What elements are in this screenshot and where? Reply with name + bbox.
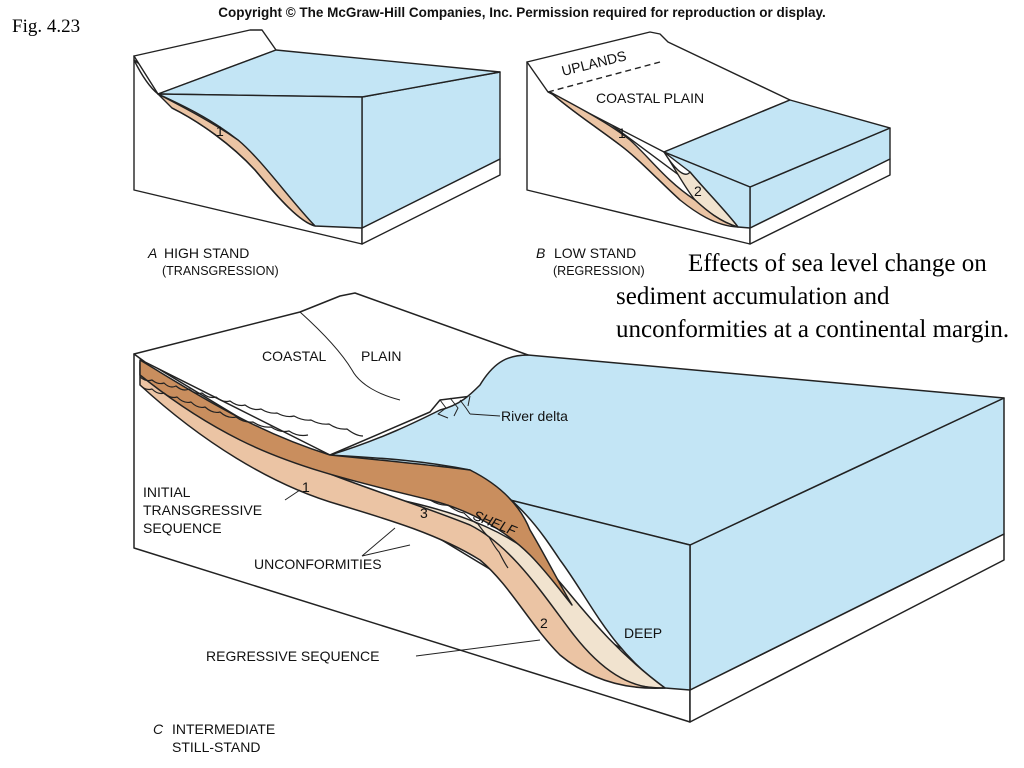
panel-a-block-diagram [133, 29, 501, 245]
panel-c-coastal: COASTAL [262, 348, 327, 364]
panel-b-layer-2: 2 [694, 183, 702, 199]
panel-c-letter: C [153, 721, 164, 737]
panel-a-subtitle: (TRANSGRESSION) [162, 264, 279, 278]
panel-c-title: INTERMEDIATE [172, 721, 275, 737]
river-delta-channels [437, 395, 471, 419]
copyright-notice: Copyright © The McGraw-Hill Companies, I… [218, 5, 826, 20]
panel-c-initial-line2: TRANSGRESSIVE [143, 502, 262, 518]
panel-a-layer-1: 1 [216, 123, 224, 139]
figure-number: Fig. 4.23 [12, 16, 81, 37]
panel-c-unconformities: UNCONFORMITIES [254, 556, 382, 572]
panel-c-sediment-3 [139, 359, 573, 606]
figure-caption: Effects of sea level change on sediment … [616, 250, 1010, 343]
panel-b-letter: B [536, 245, 545, 261]
panel-c-layer-3: 3 [420, 505, 428, 521]
panel-c-plain: PLAIN [361, 348, 401, 364]
panel-c-initial-line1: INITIAL [143, 484, 191, 500]
panel-b-block-diagram [526, 31, 891, 245]
panel-c-sediment-transgressive [139, 361, 666, 689]
panel-a-title: HIGH STAND [164, 245, 249, 261]
panel-b-coastal-plain-label: COASTAL PLAIN [596, 90, 704, 106]
panel-b-subtitle: (REGRESSION) [553, 264, 645, 278]
panel-c-subtitle: STILL-STAND [172, 739, 260, 755]
panel-a-letter: A [147, 245, 157, 261]
panel-c-layer-1: 1 [302, 479, 310, 495]
panel-c-water-top [329, 354, 1005, 546]
panel-c-deep: DEEP [624, 625, 662, 641]
panel-c-layer-2: 2 [540, 615, 548, 631]
panel-c-water-section [329, 454, 691, 691]
panel-c-block-diagram [133, 292, 1005, 723]
panel-c-river-delta: River delta [501, 408, 568, 424]
panel-c-regressive: REGRESSIVE SEQUENCE [206, 648, 380, 664]
panel-c-initial-line3: SEQUENCE [143, 520, 222, 536]
panel-b-title: LOW STAND [554, 245, 636, 261]
panel-b-layer-1: 1 [618, 125, 626, 141]
